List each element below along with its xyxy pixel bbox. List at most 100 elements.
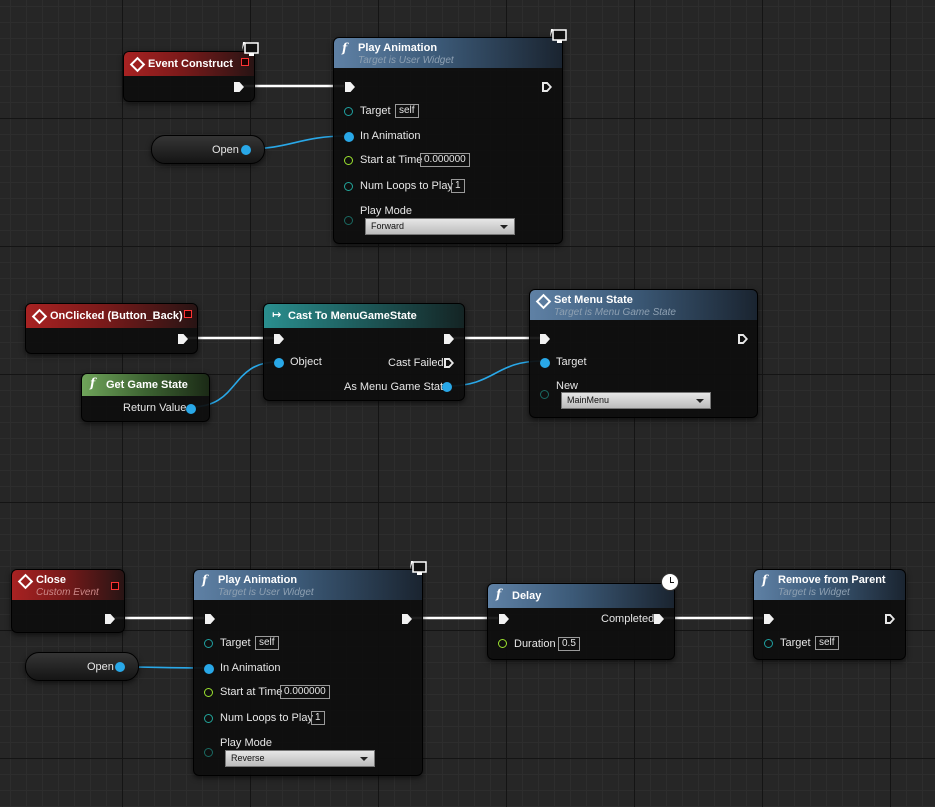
exec-in-pin[interactable]	[540, 334, 550, 344]
cast-title: Cast To MenuGameState	[288, 310, 417, 322]
exec-in-pin[interactable]	[499, 614, 509, 624]
open-variable-pin[interactable]	[241, 145, 251, 155]
delegate-pin[interactable]	[111, 582, 119, 590]
target-value[interactable]: self	[395, 104, 419, 118]
menu-state-value: MainMenu	[567, 395, 610, 405]
set-menu-state-header[interactable]: Set Menu State Target is Menu Game State	[530, 290, 757, 320]
in-animation-pin[interactable]	[344, 132, 354, 142]
play-mode-label: Play Mode	[360, 205, 412, 217]
target-label: Target	[780, 637, 811, 649]
exec-out-pin[interactable]	[885, 614, 895, 624]
menu-state-dropdown[interactable]: MainMenu	[561, 392, 711, 409]
start-time-pin[interactable]	[204, 688, 213, 697]
open-variable-node-bottom[interactable]: Open	[25, 652, 139, 681]
exec-out-pin[interactable]	[105, 614, 115, 624]
exec-out-pin[interactable]	[234, 82, 244, 92]
delegate-pin[interactable]	[241, 58, 249, 66]
get-game-state-title: Get Game State	[106, 379, 188, 391]
remove-from-parent-header[interactable]: f Remove from Parent Target is Widget	[754, 570, 905, 600]
play-animation-header[interactable]: f Play Animation Target is User Widget	[194, 570, 422, 600]
set-menu-state-subtitle: Target is Menu Game State	[554, 307, 676, 318]
event-construct-header[interactable]: Event Construct	[124, 52, 254, 76]
get-game-state-node[interactable]: f Get Game State Return Value	[81, 373, 210, 422]
start-time-input[interactable]: 0.000000	[280, 685, 330, 699]
exec-in-pin[interactable]	[345, 82, 355, 92]
start-time-label: Start at Time	[220, 686, 283, 698]
onclicked-title: OnClicked (Button_Back)	[50, 310, 183, 322]
play-animation-header[interactable]: f Play Animation Target is User Widget	[334, 38, 562, 68]
exec-in-pin[interactable]	[274, 334, 284, 344]
target-value[interactable]: self	[815, 636, 839, 650]
target-value[interactable]: self	[255, 636, 279, 650]
open-variable-pin[interactable]	[115, 662, 125, 672]
start-time-input[interactable]: 0.000000	[420, 153, 470, 167]
exec-out-pin[interactable]	[178, 334, 188, 344]
chevron-down-icon	[696, 399, 704, 403]
play-animation-node-top[interactable]: f Play Animation Target is User Widget T…	[333, 37, 563, 244]
clock-icon	[661, 573, 679, 591]
onclicked-event-node[interactable]: OnClicked (Button_Back)	[25, 303, 198, 354]
delay-node[interactable]: f Delay Completed Duration 0.5	[487, 583, 675, 660]
cast-failed-pin[interactable]	[444, 358, 454, 368]
event-construct-node[interactable]: Event Construct	[123, 51, 255, 102]
in-animation-label: In Animation	[220, 662, 281, 674]
play-animation-subtitle: Target is User Widget	[218, 587, 314, 598]
loops-input[interactable]: 1	[451, 179, 465, 193]
exec-out-pin[interactable]	[542, 82, 552, 92]
target-pin[interactable]	[764, 639, 773, 648]
target-pin[interactable]	[344, 107, 353, 116]
exec-out-pin[interactable]	[738, 334, 748, 344]
play-mode-pin[interactable]	[204, 748, 213, 757]
loops-label: Num Loops to Play	[220, 712, 313, 724]
duration-input[interactable]: 0.5	[558, 637, 580, 651]
open-variable-node-top[interactable]: Open	[151, 135, 265, 164]
completed-exec-pin[interactable]	[654, 614, 664, 624]
remove-from-parent-node[interactable]: f Remove from Parent Target is Widget Ta…	[753, 569, 906, 660]
play-mode-pin[interactable]	[344, 216, 353, 225]
loops-pin[interactable]	[344, 182, 353, 191]
target-label: Target	[220, 637, 251, 649]
play-animation-subtitle: Target is User Widget	[358, 55, 454, 66]
play-mode-dropdown[interactable]: Reverse	[225, 750, 375, 767]
client-server-icon	[242, 42, 259, 56]
cast-to-menugamestate-node[interactable]: ↦ Cast To MenuGameState Object Cast Fail…	[263, 303, 465, 401]
close-custom-event-node[interactable]: Close Custom Event	[11, 569, 125, 633]
remove-from-parent-title: Remove from Parent	[778, 574, 886, 586]
loops-input[interactable]: 1	[311, 711, 325, 725]
event-diamond-icon	[535, 293, 552, 310]
remove-from-parent-subtitle: Target is Widget	[778, 587, 850, 598]
get-game-state-header[interactable]: f Get Game State	[82, 374, 209, 396]
cast-header[interactable]: ↦ Cast To MenuGameState	[264, 304, 464, 328]
delegate-pin[interactable]	[184, 310, 192, 318]
return-value-pin[interactable]	[186, 404, 196, 414]
function-icon: f	[202, 573, 208, 587]
client-server-icon	[550, 29, 567, 43]
target-pin[interactable]	[540, 358, 550, 368]
exec-out-pin[interactable]	[444, 334, 454, 344]
completed-label: Completed	[601, 613, 655, 625]
target-pin[interactable]	[204, 639, 213, 648]
start-time-pin[interactable]	[344, 156, 353, 165]
delay-header[interactable]: f Delay	[488, 584, 674, 608]
play-mode-dropdown[interactable]: Forward	[365, 218, 515, 235]
in-animation-pin[interactable]	[204, 664, 214, 674]
target-label: Target	[556, 356, 587, 368]
onclicked-header[interactable]: OnClicked (Button_Back)	[26, 304, 197, 328]
play-animation-node-bottom[interactable]: f Play Animation Target is User Widget T…	[193, 569, 423, 776]
open-variable-label: Open	[212, 144, 239, 156]
loops-pin[interactable]	[204, 714, 213, 723]
event-diamond-icon	[129, 56, 146, 73]
new-pin[interactable]	[540, 390, 549, 399]
in-animation-label: In Animation	[360, 130, 421, 142]
object-pin[interactable]	[274, 358, 284, 368]
exec-out-pin[interactable]	[402, 614, 412, 624]
exec-in-pin[interactable]	[764, 614, 774, 624]
open-variable-label: Open	[87, 661, 114, 673]
set-menu-state-node[interactable]: Set Menu State Target is Menu Game State…	[529, 289, 758, 418]
as-menu-game-state-pin[interactable]	[442, 382, 452, 392]
event-diamond-icon	[31, 308, 48, 325]
duration-pin[interactable]	[498, 639, 507, 648]
close-event-header[interactable]: Close Custom Event	[12, 570, 124, 600]
as-menu-game-state-label: As Menu Game State	[344, 381, 450, 393]
exec-in-pin[interactable]	[205, 614, 215, 624]
